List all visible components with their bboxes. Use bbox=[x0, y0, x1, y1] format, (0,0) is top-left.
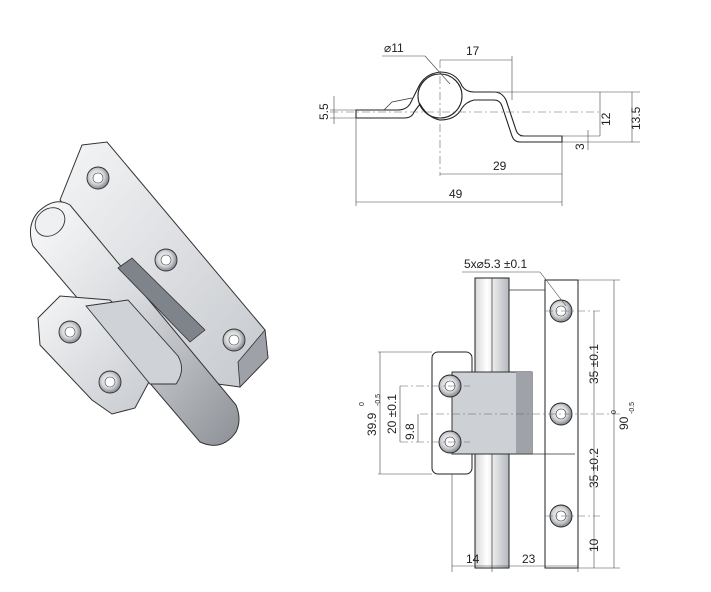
barrel-circle bbox=[417, 73, 463, 119]
small-dim-label: 9.8 bbox=[403, 423, 417, 440]
overall-height-label: 90 bbox=[617, 416, 631, 430]
hole bbox=[64, 326, 76, 338]
left-width-label: 14 bbox=[466, 552, 480, 566]
profile-inner bbox=[383, 97, 413, 111]
barrel-end bbox=[34, 207, 66, 237]
right-width-label: 23 bbox=[522, 552, 536, 566]
hole-spacing-label: 20 ±0.1 bbox=[385, 394, 399, 434]
hole bbox=[92, 172, 104, 184]
front-view: 5x⌀5.3 ±0.1 35 ±0.1 35 ±0.2 10 90 0 -0.5… bbox=[359, 257, 636, 572]
hole bbox=[104, 376, 116, 388]
lower-knuckle bbox=[85, 299, 182, 385]
offset-label: 29 bbox=[493, 159, 507, 173]
knuckle-slot bbox=[117, 257, 206, 343]
leaf-height-label: 39.9 bbox=[365, 412, 379, 436]
total-height-label: 13.5 bbox=[629, 106, 643, 130]
hole bbox=[228, 334, 240, 346]
pitch-lower-label: 35 ±0.2 bbox=[587, 448, 601, 488]
pitch-upper-label: 35 ±0.1 bbox=[587, 344, 601, 384]
leaf-tol-bottom: -0.5 bbox=[375, 394, 382, 406]
isometric-hinge-illustration bbox=[29, 141, 269, 446]
edge-dim-label: 10 bbox=[587, 538, 601, 552]
total-length-label: 49 bbox=[449, 187, 463, 201]
knuckle-shadow bbox=[516, 372, 532, 454]
top-view: ⌀11 17 5.5 12 13.5 3 29 49 bbox=[317, 41, 643, 206]
overall-tol-bottom: -0.5 bbox=[629, 402, 636, 414]
arm-length-label: 17 bbox=[466, 44, 480, 58]
hole-note-label: 5x⌀5.3 ±0.1 bbox=[464, 257, 528, 271]
height-label: 12 bbox=[599, 112, 613, 126]
diameter-label: ⌀11 bbox=[384, 41, 404, 55]
isometric-holes bbox=[58, 166, 246, 394]
plate-thickness-label: 3 bbox=[573, 143, 587, 150]
thickness-label: 5.5 bbox=[317, 103, 331, 120]
hole bbox=[160, 254, 172, 266]
overall-tol-top: 0 bbox=[611, 410, 618, 414]
upper-leaf-edge bbox=[237, 329, 269, 388]
leaf-tol-top: 0 bbox=[359, 402, 366, 406]
